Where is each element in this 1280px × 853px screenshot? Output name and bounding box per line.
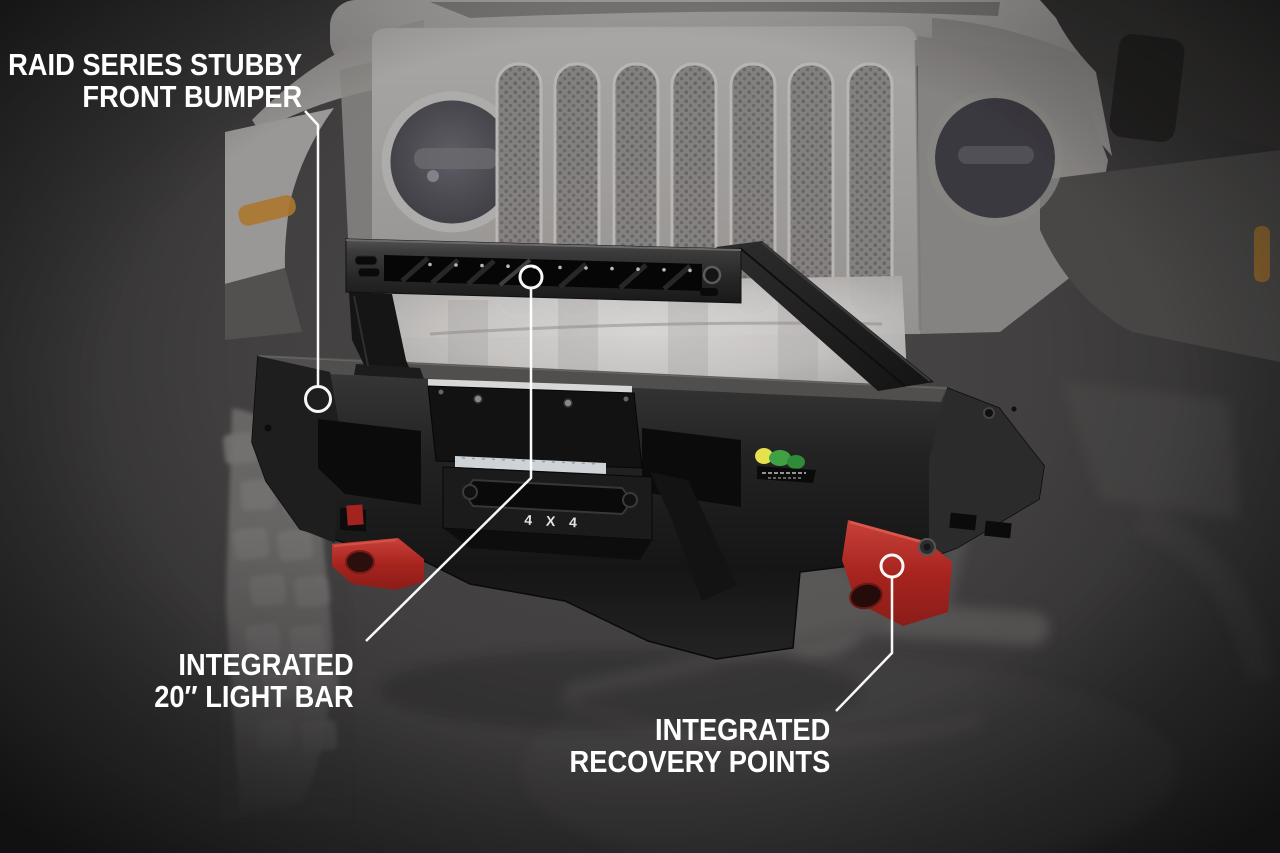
callout-label-front-bumper: RAID SERIES STUBBY FRONT BUMPER <box>8 49 302 113</box>
winch-hook <box>650 472 737 601</box>
callout-line-front-bumper <box>304 110 320 386</box>
brand-dot-logo <box>702 265 722 285</box>
ironman-4x4-badge <box>755 448 816 483</box>
callout-label-line: INTEGRATED <box>178 647 354 682</box>
callout-label-line: INTEGRATED <box>654 712 830 747</box>
right-cap-bolt <box>983 407 995 419</box>
bumper-top-face <box>258 356 947 402</box>
hoop-right-diagonal <box>716 241 934 391</box>
raid-stubby-bumper: 4 X 4 <box>251 238 1045 730</box>
callout-line-recovery <box>835 577 894 712</box>
winch-fairlead: 4 X 4 <box>442 466 737 601</box>
bumper-left-cap <box>252 356 340 543</box>
left-fog-pocket <box>318 419 421 505</box>
callout-label-line: RECOVERY POINTS <box>569 744 830 779</box>
callout-label-line: RAID SERIES STUBBY <box>7 47 302 82</box>
callout-line-light-bar <box>365 288 533 642</box>
right-recovery-point <box>842 520 952 626</box>
callout-label-line: FRONT BUMPER <box>82 79 302 114</box>
callout-circle-front-bumper <box>304 385 332 413</box>
license-plate-mount <box>427 379 643 469</box>
left-recovery-point <box>332 504 424 590</box>
callout-lines <box>304 110 905 712</box>
led-lens <box>384 255 702 291</box>
winch-plate-text: 4 X 4 <box>524 512 582 531</box>
callout-label-recovery-points: INTEGRATED RECOVERY POINTS <box>569 714 830 778</box>
callout-label-light-bar: INTEGRATED 20″ LIGHT BAR <box>155 649 354 713</box>
light-bar-hoop <box>345 238 934 391</box>
callout-label-line: 20″ LIGHT BAR <box>154 679 354 714</box>
